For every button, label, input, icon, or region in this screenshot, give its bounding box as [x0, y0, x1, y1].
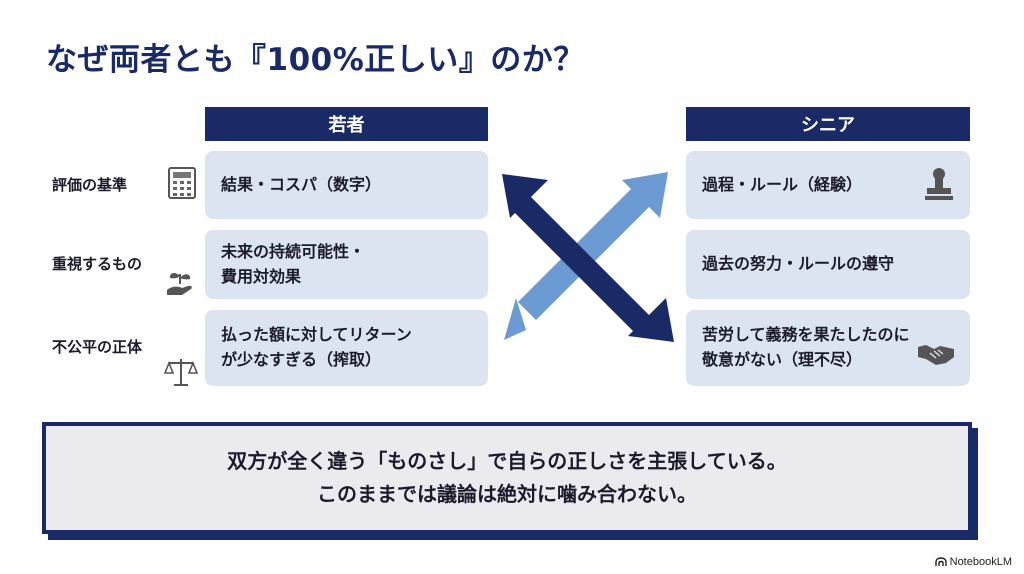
- column-header-young: 若者: [205, 107, 488, 141]
- senior-evaluation-text: 過程・ルール（経験）: [702, 174, 863, 194]
- row-label-text: 不公平の正体: [52, 338, 143, 356]
- young-priority-text: 未来の持続可能性・ 費用対効果: [221, 241, 366, 286]
- handshake-icon: [918, 345, 954, 366]
- young-evaluation-box: 結果・コスパ（数字）: [205, 151, 488, 219]
- conclusion-banner: 双方が全く違う「ものさし」で自らの正しさを主張している。 このままでは議論は絶対…: [42, 422, 972, 534]
- sprout-in-hand-icon: [167, 272, 192, 295]
- young-unfairness-box: 払った額に対してリターン が少なすぎる（搾取）: [205, 310, 488, 386]
- senior-priority-text: 過去の努力・ルールの遵守: [702, 254, 895, 274]
- banner-line-2: このままでは議論は絶対に噛み合わない。: [317, 482, 697, 506]
- page-title: なぜ両者とも『100%正しい』のか？: [46, 42, 585, 78]
- column-header-senior: シニア: [686, 107, 970, 141]
- row-label-priority: 重視するもの: [52, 253, 142, 274]
- calculator-icon: [168, 167, 196, 199]
- young-unfairness-text: 払った額に対してリターン が少なすぎる（搾取）: [221, 325, 412, 369]
- crossing-arrows: [502, 172, 674, 342]
- row-label-text: 評価の基準: [52, 176, 128, 194]
- row-label-evaluation-criteria: 評価の基準: [52, 174, 127, 195]
- senior-unfairness-box: 苦労して義務を果たしたのに 敬意がない（理不尽）: [686, 310, 970, 386]
- arrow-dark-navy: [502, 174, 674, 342]
- young-priority-box: 未来の持続可能性・ 費用対効果: [205, 230, 488, 299]
- row-label-text: 重視するもの: [52, 255, 143, 273]
- notebooklm-logo-icon: [934, 557, 947, 566]
- senior-evaluation-box: 過程・ルール（経験）: [686, 151, 970, 219]
- banner-line-1: 双方が全く違う「ものさし」で自らの正しさを主張している。: [227, 449, 787, 473]
- scales-icon: [164, 359, 198, 386]
- row-label-unfairness: 不公平の正体: [52, 336, 142, 357]
- senior-unfairness-text: 苦労して義務を果たしたのに 敬意がない（理不尽）: [702, 325, 910, 369]
- brand-watermark: NotebookLM: [934, 556, 1012, 568]
- young-evaluation-text: 結果・コスパ（数字）: [221, 174, 382, 194]
- brand-name: NotebookLM: [949, 556, 1012, 568]
- senior-priority-box: 過去の努力・ルールの遵守: [686, 230, 970, 299]
- stamp-icon: [925, 168, 953, 200]
